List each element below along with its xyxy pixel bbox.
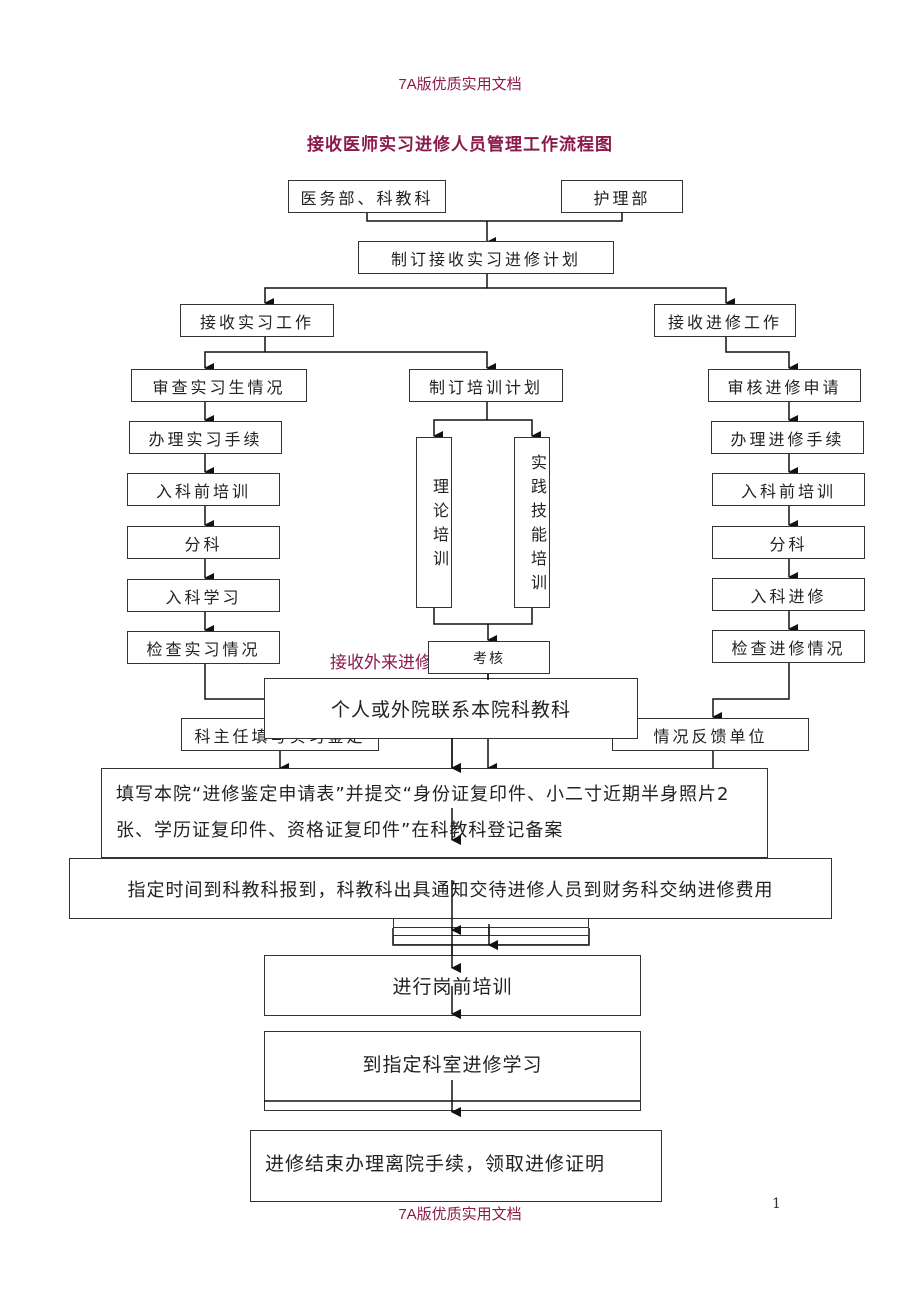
external-step-4: 进行岗前培训 xyxy=(264,955,641,1016)
header-watermark: 7A版优质实用文档 xyxy=(398,76,522,93)
node-internship-head: 接收实习工作 xyxy=(180,304,334,337)
node-feedback: 情况反馈单位 xyxy=(612,718,809,751)
intern-step-6: 检查实习情况 xyxy=(127,631,280,664)
external-step-1: 个人或外院联系本院科教科 xyxy=(264,678,638,739)
connector-plan-split xyxy=(264,274,488,308)
intern-step-4: 分科 xyxy=(127,526,280,559)
node-hidden-lower-1 xyxy=(393,918,589,928)
node-medical-affairs: 医务部、科教科 xyxy=(288,180,446,213)
node-hidden-lower-2 xyxy=(393,935,589,945)
document-title: 接收医师实习进修人员管理工作流程图 xyxy=(307,135,613,154)
refresher-step-6: 检查进修情况 xyxy=(712,630,865,663)
refresher-step-2: 办理进修手续 xyxy=(711,421,864,454)
intern-step-1: 审查实习生情况 xyxy=(131,369,307,402)
refresher-step-1: 审核进修申请 xyxy=(708,369,861,402)
connector-top-merge xyxy=(366,213,623,222)
refresher-step-3: 入科前培训 xyxy=(712,473,865,506)
connector-refresher-split xyxy=(725,337,798,373)
refresher-step-5: 入科进修 xyxy=(712,578,865,611)
external-step-6: 进修结束办理离院手续，领取进修证明 xyxy=(250,1130,662,1202)
external-step-5: 到指定科室进修学习 xyxy=(264,1031,641,1111)
connector-intern-split xyxy=(204,337,266,373)
node-plan: 制订接收实习进修计划 xyxy=(358,241,614,274)
arrow-to-training xyxy=(265,351,496,373)
refresher-step-4: 分科 xyxy=(712,526,865,559)
footer-watermark: 7A版优质实用文档 xyxy=(398,1206,522,1223)
node-theory-training: 理论培训 xyxy=(416,437,452,608)
arrow-to-refresher xyxy=(487,287,735,308)
page-number: 1 xyxy=(772,1196,781,1212)
node-training-plan: 制订培训计划 xyxy=(409,369,563,402)
external-step-2: 填写本院“进修鉴定申请表”并提交“身份证复印件、小二寸近期半身照片2张、学历证复… xyxy=(101,768,768,858)
external-step-3: 指定时间到科教科报到，科教科出具通知交待进修人员到财务科交纳进修费用 xyxy=(69,858,832,919)
intern-step-2: 办理实习手续 xyxy=(129,421,282,454)
node-practice-training: 实践技能培训 xyxy=(514,437,550,608)
node-refresher-head: 接收进修工作 xyxy=(654,304,796,337)
intern-step-3: 入科前培训 xyxy=(127,473,280,506)
node-nursing-dept: 护理部 xyxy=(561,180,683,213)
node-exam: 考核 xyxy=(428,641,550,674)
intern-step-5: 入科学习 xyxy=(127,579,280,612)
